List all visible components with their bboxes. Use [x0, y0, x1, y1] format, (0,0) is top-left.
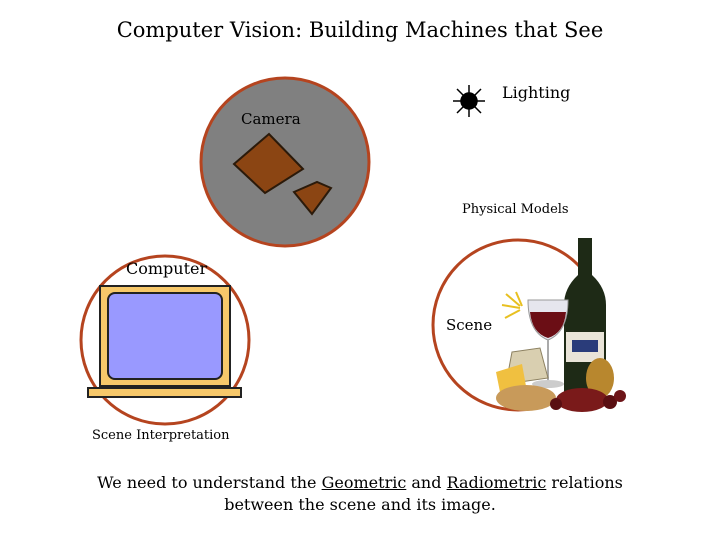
camera-label: Camera — [241, 110, 301, 128]
scene-interpretation-label: Scene Interpretation — [92, 428, 230, 443]
light-bulb-icon — [453, 85, 485, 117]
light-rays-icon — [502, 292, 522, 318]
footer-line1-part: and — [406, 473, 446, 492]
lighting-label: Lighting — [502, 83, 570, 102]
footer-line1-part: We need to understand the — [97, 473, 321, 492]
footer-line1-part: relations — [546, 473, 623, 492]
scene-label: Scene — [446, 316, 492, 334]
physical-models-label: Physical Models — [462, 202, 569, 217]
geometric-word: Geometric — [322, 473, 407, 492]
footer-line2: between the scene and its image. — [224, 495, 496, 514]
page-title: Computer Vision: Building Machines that … — [0, 18, 720, 42]
wine-still-life-image — [496, 238, 626, 412]
monitor-icon — [88, 286, 241, 397]
radiometric-word: Radiometric — [447, 473, 547, 492]
computer-label: Computer — [126, 259, 207, 278]
footer-text: We need to understand the Geometric and … — [0, 472, 720, 516]
